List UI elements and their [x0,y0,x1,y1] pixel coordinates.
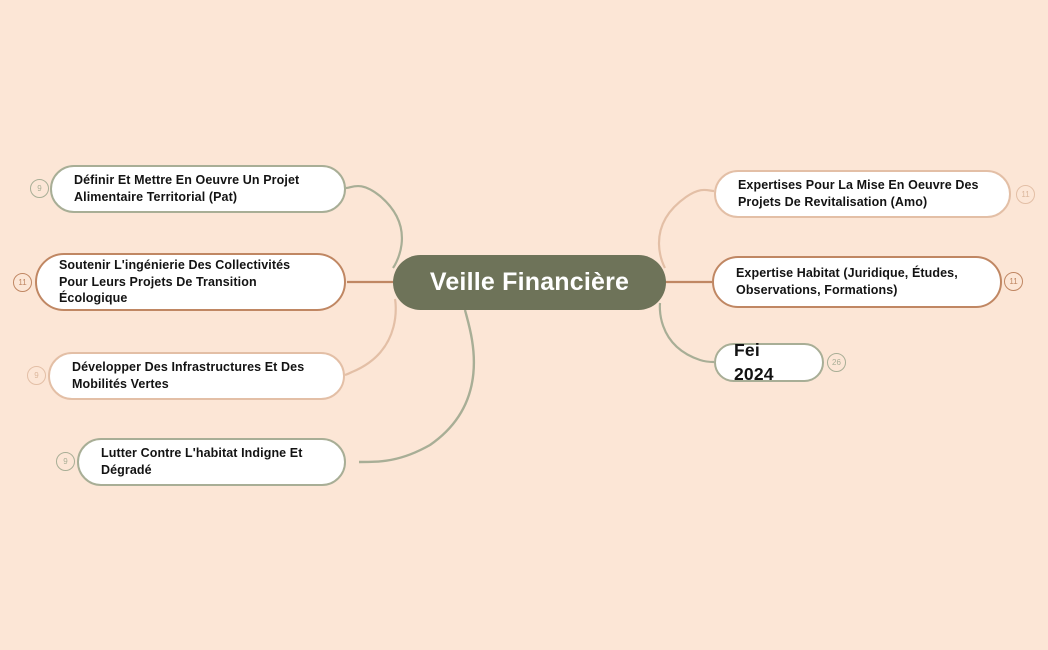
badge-habitat-indigne: 9 [56,452,75,471]
node-fei-2024[interactable]: Fei 2024 [714,340,824,384]
badge-expertise-habitat: 11 [1004,272,1023,291]
node-habitat-indigne[interactable]: Lutter Contre L'habitat Indigne Et Dégra… [77,438,346,486]
node-mobilites[interactable]: Développer Des Infrastructures Et Des Mo… [48,352,345,400]
edge-center-to-mobilites [344,298,397,377]
center-node-label: Veille Financière [429,268,630,296]
edge-center-to-pat [345,184,403,269]
node-mobilites-label: Développer Des Infrastructures Et Des Mo… [72,360,305,391]
badge-habitat-indigne-text: 9 [63,456,68,466]
badge-fei-2024-text: 26 [832,357,841,367]
badge-pat-text: 9 [37,183,42,193]
node-amo[interactable]: Expertises Pour La Mise En Oeuvre Des Pr… [714,170,1011,218]
node-pat[interactable]: Définir Et Mettre En Oeuvre Un Projet Al… [50,165,346,213]
badge-mobilites-text: 9 [34,370,39,380]
badge-mobilites: 9 [27,366,46,385]
node-amo-label: Expertises Pour La Mise En Oeuvre Des Pr… [738,178,979,209]
node-ingenierie[interactable]: Soutenir L'ingénierie Des Collectivités … [35,253,346,311]
badge-ingenierie: 11 [13,273,32,292]
node-expertise-habitat[interactable]: Expertise Habitat (Juridique, Études, Ob… [712,256,1002,308]
badge-fei-2024: 26 [827,353,846,372]
node-habitat-indigne-label: Lutter Contre L'habitat Indigne Et Dégra… [101,446,303,477]
badge-expertise-habitat-text: 11 [1009,276,1018,286]
badge-pat: 9 [30,179,49,198]
node-fei-2024-label: Fei 2024 [734,339,774,384]
badge-amo-text: 11 [1021,189,1030,199]
badge-ingenierie-text: 11 [18,277,27,287]
node-ingenierie-label: Soutenir L'ingénierie Des Collectivités … [59,257,291,306]
edge-center-to-amo [657,188,715,269]
badge-amo: 11 [1016,185,1035,204]
edge-center-to-habitat-indigne [358,309,475,464]
node-expertise-habitat-label: Expertise Habitat (Juridique, Études, Ob… [736,266,958,297]
edge-center-to-fei [658,302,715,364]
center-node[interactable]: Veille Financière [393,255,666,310]
node-pat-label: Définir Et Mettre En Oeuvre Un Projet Al… [74,173,300,204]
